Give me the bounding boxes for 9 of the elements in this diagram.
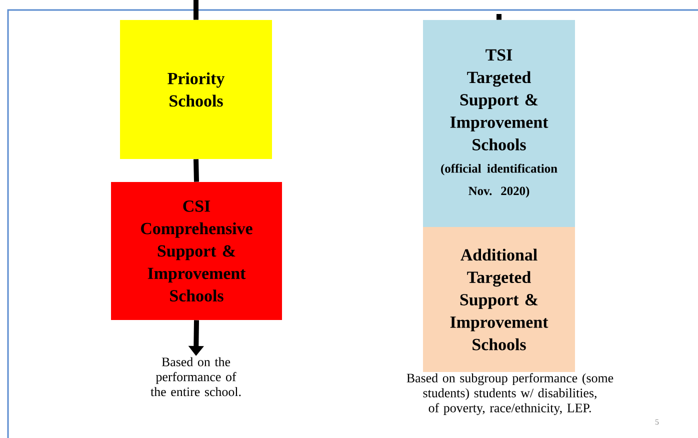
connector-line	[194, 159, 199, 182]
school-category-box: Additional Targeted Support & Improvement Schools	[423, 227, 575, 372]
school-category-box: TSI Targeted Support & Improvement Schools (official identification Nov. 2020)	[423, 20, 575, 227]
connector-line	[496, 14, 502, 20]
school-category-box: CSI Comprehensive Support & Improvement Schools	[111, 182, 282, 320]
description-text: Based on subgroup performance (some students) students w/ disabilities, of poverty, race/ethnicity, LEP.	[406, 373, 614, 415]
school-category-box: Priority Schools	[120, 20, 272, 159]
description-text: Based on the performance of the entire school.	[150, 357, 241, 396]
connector-line	[194, 0, 198, 20]
